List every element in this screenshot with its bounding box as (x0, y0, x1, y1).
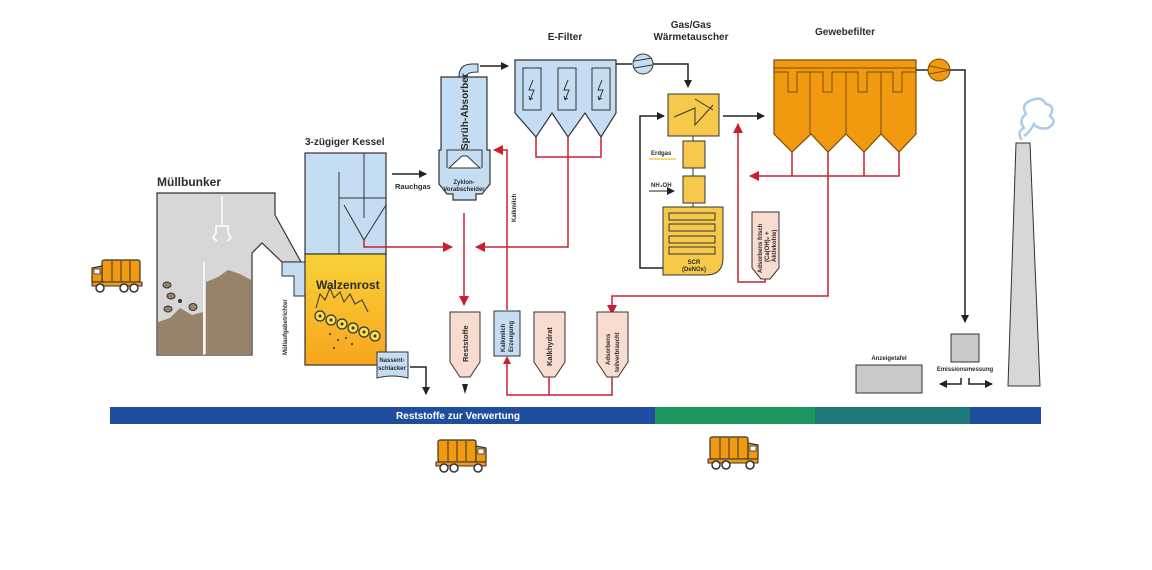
kessel: 3-zügiger Kessel (304, 137, 387, 255)
anzeigetafel-box (855, 364, 923, 394)
muellaufgabetrichter-label: Müllaufgabetrichter (283, 299, 289, 355)
lightning-icon (528, 79, 604, 101)
svg-text:teilverbraucht: teilverbraucht (615, 332, 621, 372)
svg-text:Vorabscheider: Vorabscheider (443, 187, 485, 193)
emissionsmessung-box (950, 333, 980, 363)
muellbunker-label: Müllbunker (157, 175, 221, 189)
emissionsmessung-label: Emissionsmessung (937, 367, 994, 373)
spruehabsorber-label: Sprüh-Absorber (460, 73, 471, 150)
adsorbens-frisch-feed-line (733, 123, 766, 283)
svg-text:Reststoffe: Reststoffe (461, 325, 470, 362)
garbage-truck-icon (707, 436, 759, 470)
efilter-residue-line (476, 137, 602, 247)
rauchgas-label: Rauchgas (395, 182, 431, 191)
reststoffe-silo: Reststoffe (449, 311, 481, 378)
svg-text:Kalkhydrat: Kalkhydrat (545, 327, 554, 366)
svg-text:(Ca(OH)₂ +: (Ca(OH)₂ + (765, 231, 771, 262)
erdgas-label: Erdgas (651, 151, 672, 157)
anzeigetafel-label: Anzeigetafel (871, 356, 907, 362)
gewebefilter-residue-recycle (750, 152, 900, 176)
erdgas-burner (682, 140, 706, 169)
svg-text:Erzeugung: Erzeugung (509, 321, 515, 352)
adsorbens-teilverbraucht-silo: Adsorbens teilverbraucht (596, 311, 629, 378)
garbage-truck-icon (435, 439, 487, 473)
svg-text:Nassent-: Nassent- (379, 358, 404, 364)
gewebefilter: Gewebefilter (773, 27, 917, 153)
silo-return-line (506, 362, 613, 396)
chimney (1007, 97, 1055, 387)
slag-output-arrow (410, 366, 430, 395)
muellaufgabetrichter (281, 261, 307, 297)
reststoffe-output-arrow (462, 384, 468, 394)
bar-segment-green (655, 407, 815, 424)
nh4oh-label: NH₄OH (651, 183, 672, 189)
svg-text:(DeNOx): (DeNOx) (682, 267, 706, 273)
walzenrost-label: Walzenrost (316, 278, 380, 292)
bar-segment-blue-end (970, 407, 1041, 424)
gewebefilter-to-adsorbens-teil (607, 152, 829, 315)
waermetauscher-label-2: Wärmetauscher (653, 32, 728, 43)
kalkmilch-label: Kalkmilch (512, 193, 518, 222)
svg-text:schlacker: schlacker (378, 366, 406, 372)
muellbunker: Müllbunker (156, 175, 303, 356)
garbage-truck-icon (91, 259, 143, 293)
reststoffe-bar: Reststoffe zur Verwertung (110, 407, 1041, 424)
svg-text:Adsorbens frisch: Adsorbens frisch (758, 223, 764, 273)
flame-icon (315, 286, 369, 313)
efilter: E-Filter (514, 32, 617, 139)
waermetauscher: Gas/Gas Wärmetauscher (653, 20, 729, 137)
svg-text:Aktivkohle): Aktivkohle) (772, 230, 778, 262)
svg-text:Kalkmilch: Kalkmilch (501, 323, 507, 352)
svg-text:SCR: SCR (688, 260, 701, 266)
to-emissionsmessung-line (950, 69, 969, 323)
waste-pile-right (206, 270, 251, 355)
nassentschlacker: Nassent- schlacker (376, 351, 409, 379)
scr-recirculation-line (639, 112, 665, 269)
fan-icon (927, 58, 951, 82)
fan-icon (632, 53, 654, 75)
svg-text:Adsorbens: Adsorbens (606, 333, 612, 365)
spruehabsorber: Sprüh-Absorber Zyklon- Vorabscheider (438, 63, 491, 201)
bar-label: Reststoffe zur Verwertung (396, 411, 520, 422)
adsorbens-frisch-silo: Adsorbens frisch (Ca(OH)₂ + Aktivkohle) (751, 211, 780, 280)
kalkhydrat-silo: Kalkhydrat (533, 311, 566, 378)
kalkmilch-feed-line (493, 145, 508, 310)
waste-pile-left (158, 308, 203, 355)
grate-rollers (314, 310, 381, 342)
fan-to-waermetauscher-arrow (653, 63, 692, 88)
kalkmilch-erzeugung: Kalkmilch Erzeugung (493, 310, 521, 357)
nh4oh-injection (682, 175, 706, 204)
bar-segment-blue (110, 407, 655, 424)
smoke-icon (1018, 97, 1055, 141)
crane-grab-icon (212, 225, 232, 242)
scr-reactor: SCR (DeNOx) (662, 206, 724, 276)
efilter-label: E-Filter (548, 32, 583, 43)
walzenrost: Walzenrost (304, 253, 387, 366)
bar-segment-teal (815, 407, 970, 424)
waermetauscher-label-1: Gas/Gas (671, 20, 712, 31)
kessel-residue-line (363, 240, 453, 252)
kessel-label: 3-zügiger Kessel (305, 137, 385, 148)
svg-text:Zyklon-: Zyklon- (453, 180, 474, 186)
gewebefilter-label: Gewebefilter (815, 27, 875, 38)
